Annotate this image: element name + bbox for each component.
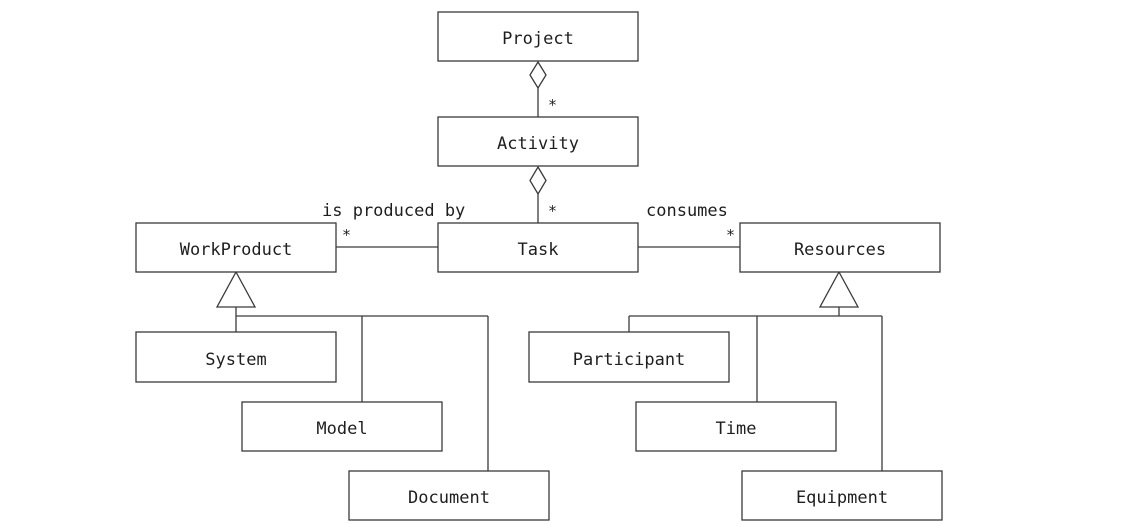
class-project-label: Project <box>502 29 574 49</box>
resources-generalization-lines <box>628 307 883 471</box>
class-time-label: Time <box>716 419 757 439</box>
class-resources: Resources <box>739 222 941 273</box>
connectors <box>235 88 883 471</box>
generalization-triangle-resources <box>818 270 860 308</box>
class-task-label: Task <box>518 240 559 260</box>
association-label-consumes: consumes <box>646 201 728 221</box>
aggregation-diamond-activity <box>529 165 547 196</box>
class-time: Time <box>635 401 837 452</box>
class-document-label: Document <box>408 488 490 508</box>
class-model-label: Model <box>316 419 367 439</box>
class-system: System <box>135 331 337 383</box>
multiplicity-project-activity: * <box>548 96 557 114</box>
class-workproduct: WorkProduct <box>135 222 337 273</box>
class-system-label: System <box>205 350 266 370</box>
class-task: Task <box>437 222 639 273</box>
class-document: Document <box>348 470 550 521</box>
class-activity: Activity <box>437 116 639 167</box>
generalization-triangle-workproduct <box>215 270 257 308</box>
multiplicity-task-resources: * <box>726 226 735 244</box>
class-equipment: Equipment <box>741 470 943 521</box>
class-workproduct-label: WorkProduct <box>180 240 293 260</box>
class-project: Project <box>437 11 639 62</box>
class-participant-label: Participant <box>573 350 686 370</box>
class-equipment-label: Equipment <box>796 488 888 508</box>
multiplicity-activity-task: * <box>548 202 557 220</box>
class-resources-label: Resources <box>794 240 886 260</box>
association-label-is-produced-by: is produced by <box>322 201 465 221</box>
multiplicity-task-workproduct: * <box>342 226 351 244</box>
aggregation-diamond-project <box>529 60 547 90</box>
class-activity-label: Activity <box>497 134 579 154</box>
workproduct-generalization-lines <box>235 307 489 471</box>
class-participant: Participant <box>528 331 730 383</box>
class-model: Model <box>241 401 443 452</box>
